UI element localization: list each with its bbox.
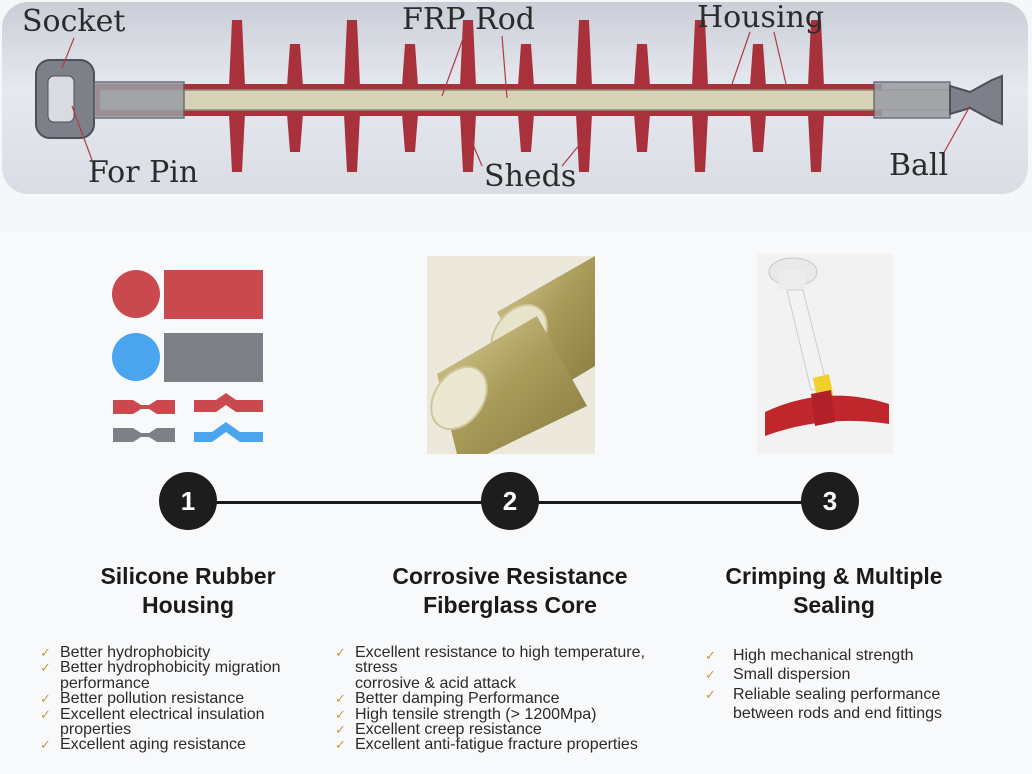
check-icon: ✓ [335,737,346,753]
shed-upper [344,20,360,86]
check-icon: ✓ [40,645,51,660]
ball-fitting [949,74,1003,126]
shed-lower [229,114,245,172]
socket-cavity [47,75,75,123]
step-3-badge: 3 [801,472,859,530]
step-2-bullets: ✓Excellent resistance to high temperatur… [333,645,678,753]
insulator-diagram: Socket FRP Rod Housing For Pin Sheds Bal… [2,2,1028,194]
shed-lower [692,114,708,172]
shed-lower [287,114,303,152]
gray-dumbbell-shape [113,428,175,442]
check-icon: ✓ [335,706,346,722]
step-3-title-line1: Crimping & Multiple [725,563,943,589]
check-icon: ✓ [705,648,716,663]
leader-line [561,143,581,167]
list-item: ✓Excellent resistance to high temperatur… [335,644,645,692]
leader-line [773,31,787,85]
shed-lower [808,114,824,172]
silicone-rubber-shapes-image [110,266,266,444]
list-item: ✓Excellent aging resistance [40,736,246,754]
shed-lower [576,114,592,172]
insulator-cross-section [35,20,1003,172]
label-sheds: Sheds [484,159,577,194]
shed-lower [518,114,534,152]
leader-line [501,35,508,99]
leader-line [71,105,93,161]
list-item: ✓High tensile strength (> 1200Mpa) [335,705,597,723]
shed-upper [518,44,534,86]
shed-upper [287,44,303,86]
red-rect-shape [164,270,263,319]
check-icon: ✓ [40,691,51,707]
shed-upper [229,20,245,86]
step-1-badge: 1 [159,472,217,530]
list-item: ✓Excellent creep resistance [335,721,542,739]
shed-upper [634,44,650,86]
step-2-title-line1: Corrosive Resistance [392,563,628,589]
leader-line [471,141,483,167]
blue-circle-shape [112,333,160,381]
list-item: ✓Small dispersion [705,666,851,684]
check-icon: ✓ [40,706,51,722]
list-item: ✓Better hydrophobicity migration perform… [40,659,281,692]
step-1-title-line1: Silicone Rubber [100,563,276,589]
label-for-pin: For Pin [88,155,199,190]
ball-sleeve [873,81,951,119]
shed-upper [402,44,418,86]
blue-bent-shape [194,422,263,442]
check-icon: ✓ [335,645,346,660]
leader-line [731,31,751,85]
step-1-title-line2: Housing [142,592,234,618]
leader-line [61,37,75,69]
features-section: 1 2 3 Silicone Rubber Housing Corrosive … [0,232,1032,774]
shed-lower [402,114,418,152]
step-2-title: Corrosive Resistance Fiberglass Core [370,562,650,620]
shed-lower [750,114,766,152]
shed-lower [634,114,650,152]
check-icon: ✓ [40,660,51,676]
step-2-badge: 2 [481,472,539,530]
check-icon: ✓ [705,667,716,683]
shed-lower [344,114,360,172]
step-3-title: Crimping & Multiple Sealing [700,562,968,620]
shed-upper [808,20,824,86]
leader-line [941,105,971,157]
shed-lower [460,114,476,172]
gray-rect-shape [164,333,263,382]
step-1-title: Silicone Rubber Housing [58,562,318,620]
list-item: ✓Excellent anti-fatigue fracture propert… [335,736,638,754]
leader-line [441,35,465,97]
red-circle-shape [112,270,160,318]
list-item: ✓High mechanical strength [705,647,914,664]
label-housing: Housing [697,2,825,35]
label-ball: Ball [889,148,949,183]
step-1-bullets: ✓Better hydrophobicity ✓Better hydrophob… [38,645,338,753]
list-item: ✓Excellent electrical insulation propert… [40,705,265,739]
list-item: ✓Better pollution resistance [40,690,245,708]
socket-sleeve [93,81,185,119]
list-item: ✓Better hydrophobicity [40,644,211,661]
crimped-end-fitting-image [757,254,893,454]
check-icon: ✓ [335,691,346,707]
label-frp-rod: FRP Rod [402,2,535,37]
step-2-title-line2: Fiberglass Core [423,592,597,618]
red-dumbbell-shape [113,400,175,414]
check-icon: ✓ [335,722,346,738]
step-3-title-line2: Sealing [793,592,875,618]
shed-upper [750,44,766,86]
check-icon: ✓ [40,737,51,753]
list-item: ✓Better damping Performance [335,690,560,708]
step-3-bullets: ✓High mechanical strength ✓Small dispers… [703,646,1003,724]
check-icon: ✓ [705,686,716,702]
label-socket: Socket [22,4,126,39]
red-bent-shape [194,393,263,412]
fiberglass-core-image [427,256,595,454]
list-item: ✓Reliable sealing performance between ro… [705,685,943,723]
shed-upper [692,20,708,86]
shed-upper [576,20,592,86]
frp-rod [99,89,951,111]
